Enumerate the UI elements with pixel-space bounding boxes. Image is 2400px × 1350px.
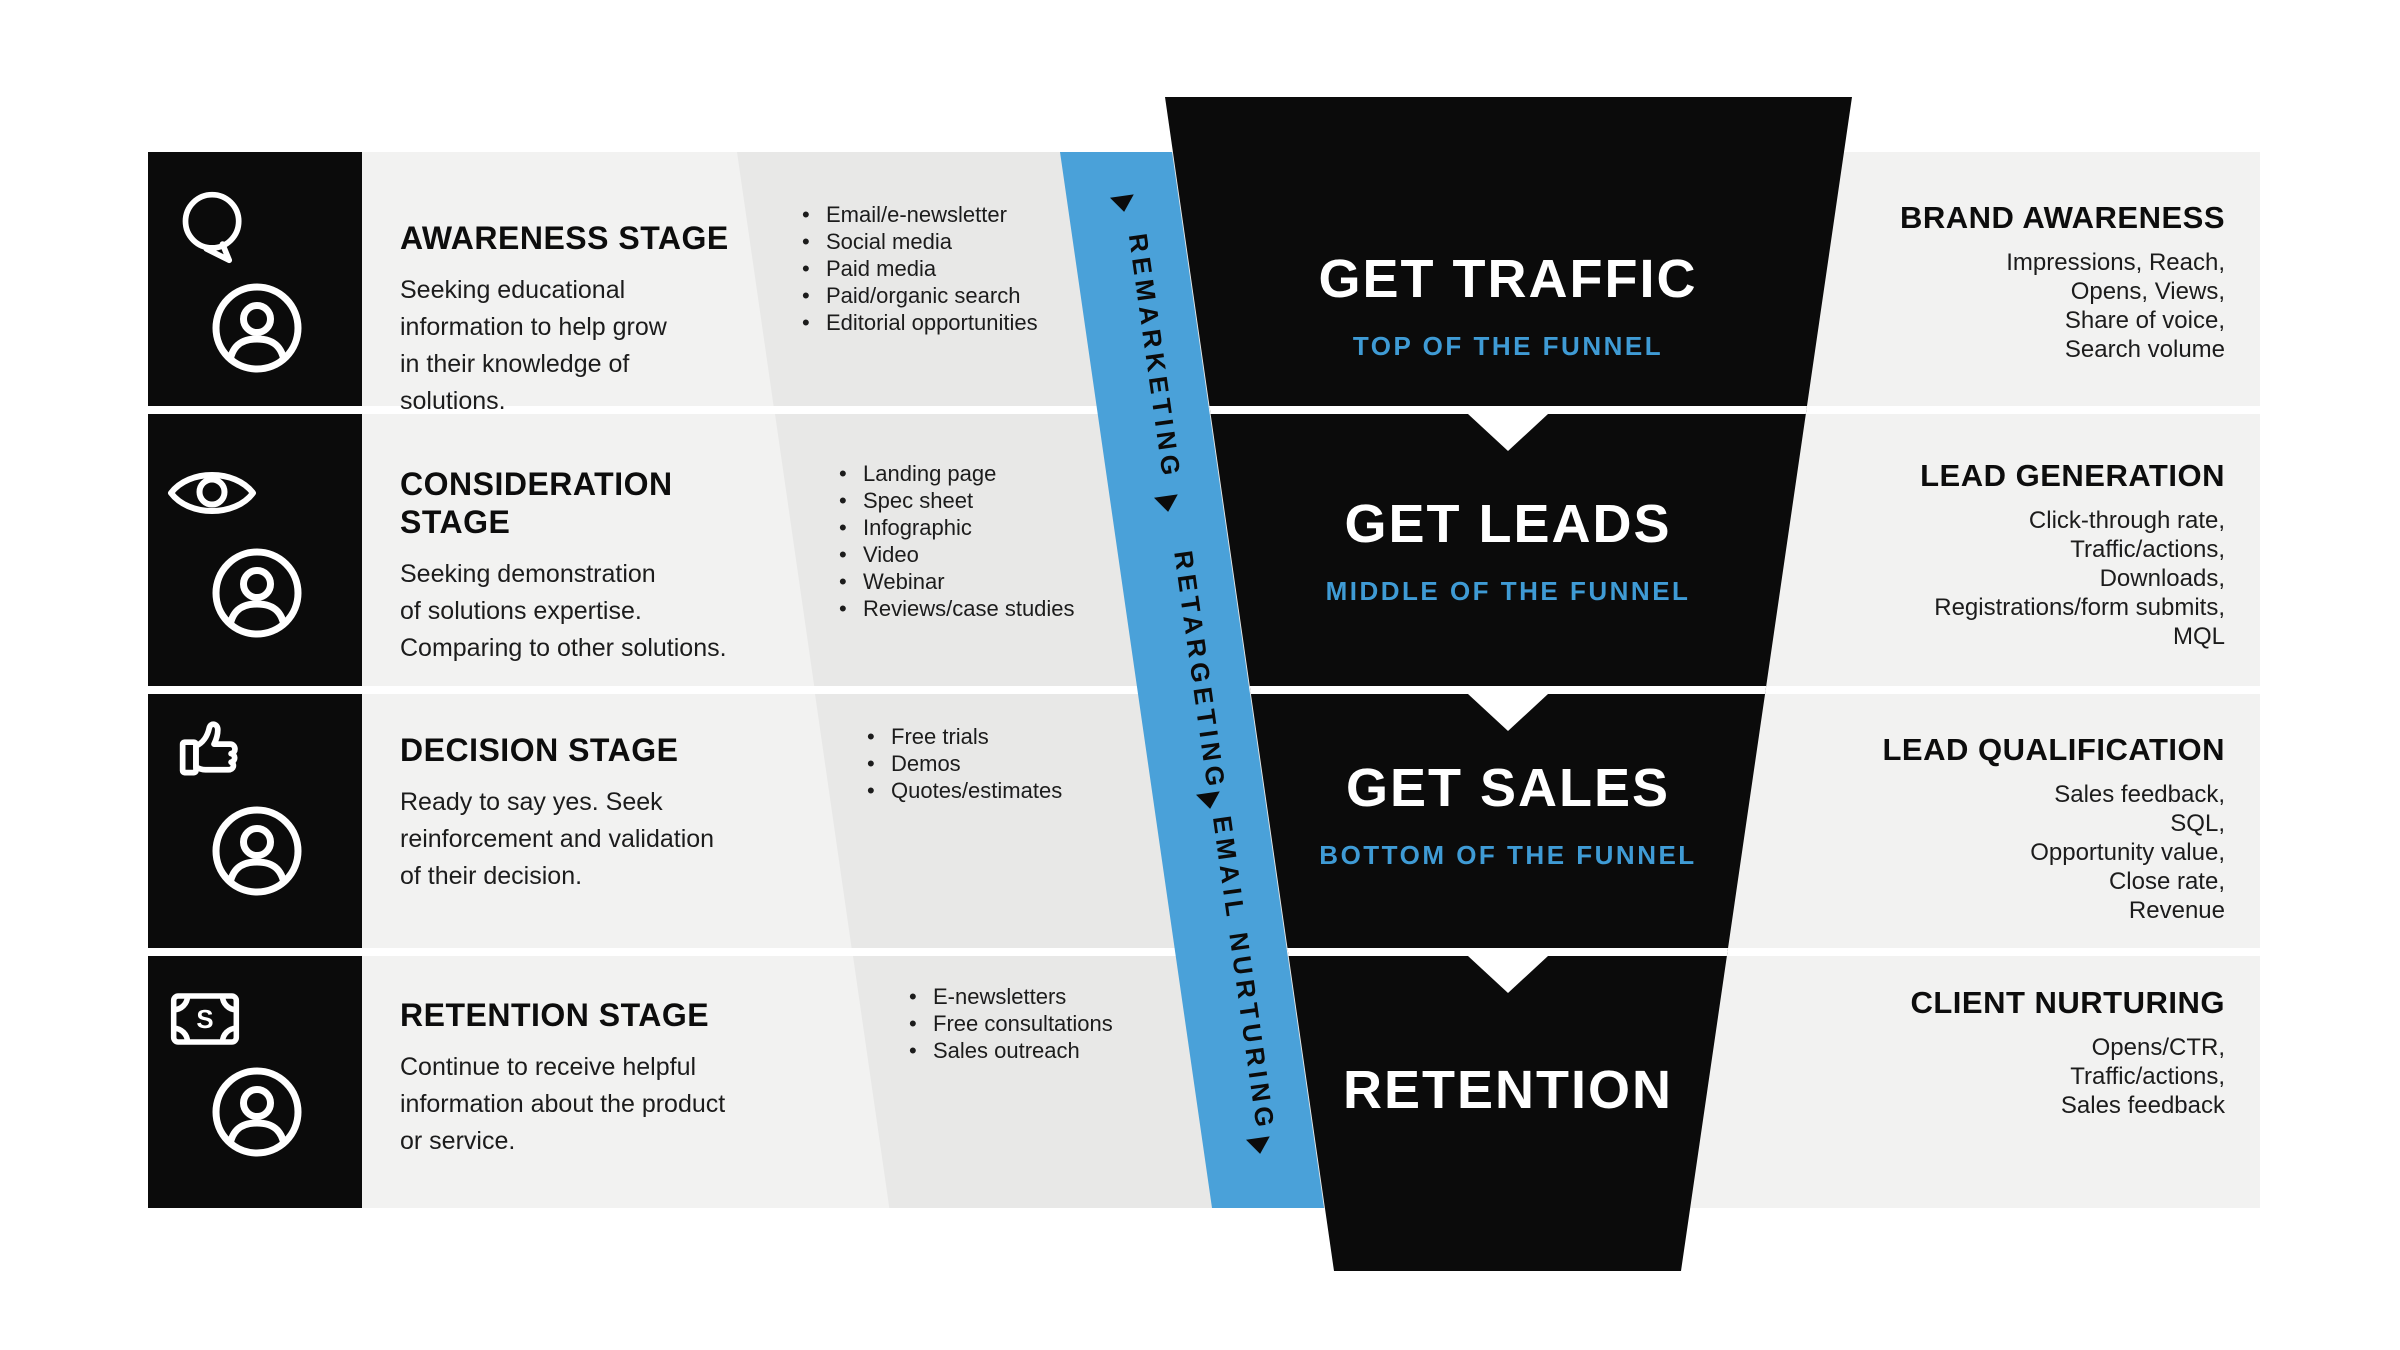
funnel-notch-icon bbox=[1468, 956, 1548, 993]
stage-description: Continue to receive helpful information … bbox=[400, 1053, 726, 1155]
list-item: Free trials bbox=[865, 723, 1062, 750]
consideration-tactics-list: Landing page Spec sheet Infographic Vide… bbox=[837, 460, 1075, 622]
funnel-subtitle: MIDDLE OF THE FUNNEL bbox=[1325, 576, 1691, 606]
list-item: Infographic bbox=[837, 514, 1075, 541]
funnel-notch-icon bbox=[1468, 694, 1548, 731]
list-item: Paid media bbox=[800, 255, 1038, 282]
awareness-icon-block bbox=[148, 152, 362, 406]
metrics-values: Click-through rate, Traffic/actions, Dow… bbox=[1934, 507, 2225, 650]
funnel-stage-get-sales: GET SALES BOTTOM OF THE FUNNEL bbox=[1319, 760, 1696, 871]
speech-bubble-icon bbox=[182, 191, 242, 264]
consideration-stage-text: CONSIDERATION STAGE Seeking demonstratio… bbox=[400, 465, 800, 667]
lead-generation-metrics: LEAD GENERATION Click-through rate, Traf… bbox=[1700, 458, 2225, 651]
list-item: Free consultations bbox=[907, 1010, 1113, 1037]
list-item: Video bbox=[837, 541, 1075, 568]
retention-stage-text: RETENTION STAGE Continue to receive help… bbox=[400, 996, 800, 1160]
brand-awareness-metrics: BRAND AWARENESS Impressions, Reach, Open… bbox=[1700, 200, 2225, 364]
funnel-title: GET SALES bbox=[1345, 758, 1671, 818]
list-item: Spec sheet bbox=[837, 487, 1075, 514]
metrics-values: Impressions, Reach, Opens, Views, Share … bbox=[2006, 249, 2225, 363]
funnel-title: GET TRAFFIC bbox=[1318, 249, 1698, 309]
funnel-shape bbox=[1165, 97, 1852, 1271]
money-bill-icon: S bbox=[170, 993, 240, 1045]
list-item: Webinar bbox=[837, 568, 1075, 595]
decision-icon-block bbox=[148, 694, 362, 948]
funnel-stage-retention: RETENTION bbox=[1343, 1062, 1673, 1118]
funnel-stage-get-leads: GET LEADS MIDDLE OF THE FUNNEL bbox=[1326, 496, 1691, 607]
funnel-separator bbox=[1165, 406, 1852, 414]
funnel-separator bbox=[1165, 686, 1852, 694]
list-item: Landing page bbox=[837, 460, 1075, 487]
funnel-title: GET LEADS bbox=[1344, 494, 1672, 554]
stage-title: DECISION STAGE bbox=[400, 732, 679, 768]
client-nurturing-metrics: CLIENT NURTURING Opens/CTR, Traffic/acti… bbox=[1700, 985, 2225, 1120]
metrics-values: Opens/CTR, Traffic/actions, Sales feedba… bbox=[2060, 1034, 2225, 1119]
list-item: Email/e-newsletter bbox=[800, 201, 1038, 228]
funnel-notch-icon bbox=[1468, 414, 1548, 451]
lead-qualification-metrics: LEAD QUALIFICATION Sales feedback, SQL, … bbox=[1700, 732, 2225, 925]
awareness-stage-text: AWARENESS STAGE Seeking educational info… bbox=[400, 219, 800, 420]
decision-description-panel bbox=[362, 694, 902, 948]
funnel-separator bbox=[1165, 948, 1852, 956]
metrics-title: LEAD QUALIFICATION bbox=[1882, 732, 2225, 767]
band-arrow-icon bbox=[1196, 791, 1220, 809]
funnel-subtitle: TOP OF THE FUNNEL bbox=[1352, 331, 1664, 361]
metrics-values: Sales feedback, SQL, Opportunity value, … bbox=[2030, 781, 2225, 924]
stage-description: Seeking demonstration of solutions exper… bbox=[400, 560, 727, 662]
stage-title: CONSIDERATION STAGE bbox=[400, 466, 673, 540]
remarketing-band bbox=[1060, 152, 1324, 1208]
stage-description: Seeking educational information to help … bbox=[400, 276, 667, 415]
funnel-stage-get-traffic: GET TRAFFIC TOP OF THE FUNNEL bbox=[1319, 251, 1698, 362]
svg-text:S: S bbox=[196, 1006, 213, 1034]
metrics-title: BRAND AWARENESS bbox=[1900, 200, 2225, 235]
band-arrow-icon bbox=[1154, 494, 1178, 512]
decision-tactics-list: Free trials Demos Quotes/estimates bbox=[865, 723, 1062, 804]
retention-tactics-list: E-newsletters Free consultations Sales o… bbox=[907, 983, 1113, 1064]
list-item: Paid/organic search bbox=[800, 282, 1038, 309]
metrics-title: LEAD GENERATION bbox=[1920, 458, 2225, 493]
stage-title: RETENTION STAGE bbox=[400, 997, 710, 1033]
awareness-tactics-list: Email/e-newsletter Social media Paid med… bbox=[800, 201, 1038, 336]
thumbs-up-icon bbox=[179, 721, 238, 776]
retention-description-panel bbox=[362, 956, 902, 1208]
funnel-title: RETENTION bbox=[1342, 1060, 1674, 1120]
list-item: Social media bbox=[800, 228, 1038, 255]
decision-stage-text: DECISION STAGE Ready to say yes. Seek re… bbox=[400, 731, 800, 895]
funnel-subtitle: BOTTOM OF THE FUNNEL bbox=[1319, 840, 1697, 870]
band-arrow-icon bbox=[1110, 194, 1134, 212]
band-arrow-icon bbox=[1246, 1136, 1270, 1154]
stage-description: Ready to say yes. Seek reinforcement and… bbox=[400, 788, 715, 890]
stage-title: AWARENESS STAGE bbox=[400, 220, 729, 256]
list-item: Reviews/case studies bbox=[837, 595, 1075, 622]
metrics-title: CLIENT NURTURING bbox=[1910, 985, 2225, 1020]
list-item: E-newsletters bbox=[907, 983, 1113, 1010]
list-item: Quotes/estimates bbox=[865, 777, 1062, 804]
list-item: Editorial opportunities bbox=[800, 309, 1038, 336]
list-item: Sales outreach bbox=[907, 1037, 1113, 1064]
list-item: Demos bbox=[865, 750, 1062, 777]
eye-icon bbox=[168, 472, 256, 514]
